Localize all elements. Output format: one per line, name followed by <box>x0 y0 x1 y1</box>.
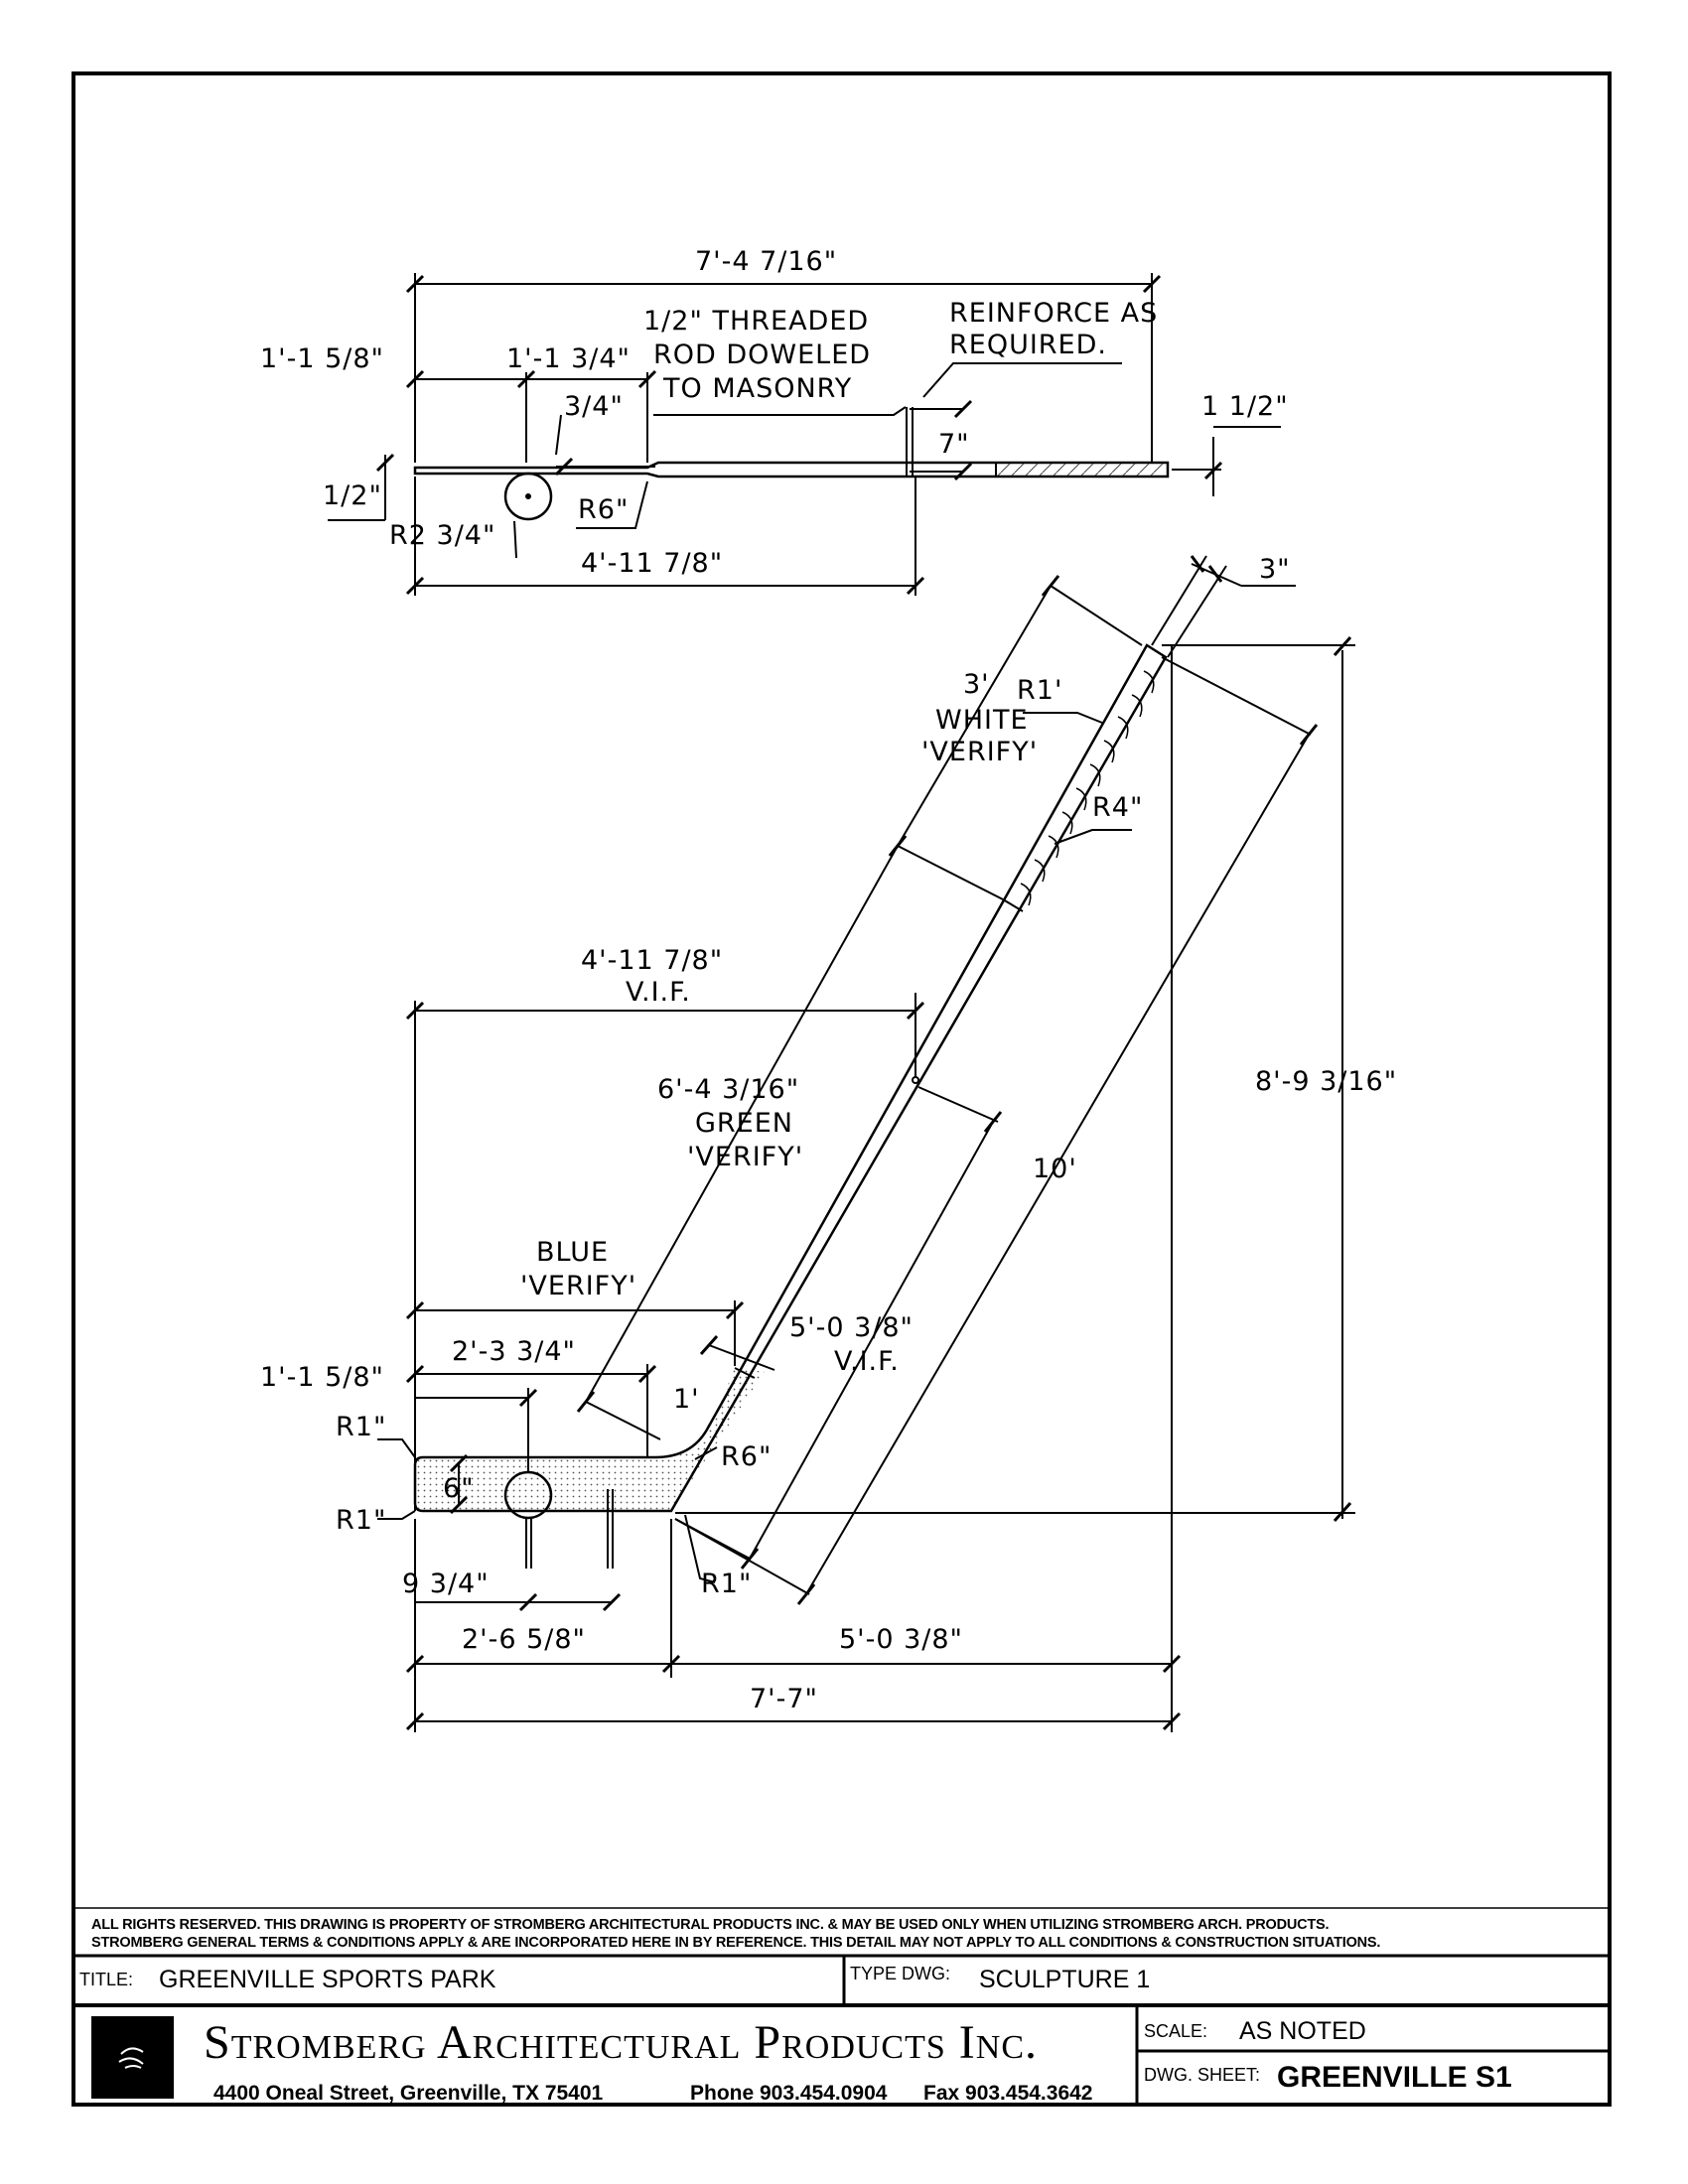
company-fax: Fax 903.454.3642 <box>923 2082 1093 2105</box>
top-overall-length: 7'-4 7/16" <box>695 246 837 277</box>
sheet-border <box>71 71 1612 2107</box>
top-left-offset: 1'-1 5/8" <box>260 343 384 374</box>
title-block-lines <box>73 1907 1610 2105</box>
top-puck-radius: R2 3/4" <box>389 520 495 551</box>
top-view <box>328 273 1281 596</box>
elev-corner-r-top: R1" <box>336 1412 386 1442</box>
elev-blade-height: 6" <box>443 1473 475 1504</box>
logo-mark-icon <box>118 2047 144 2069</box>
type-dwg-label: TYPE DWG: <box>850 1964 951 1983</box>
elev-lower-vif: V.I.F. <box>834 1346 900 1377</box>
elev-blue-verify: 'VERIFY' <box>520 1271 636 1301</box>
title-value: GREENVILLE SPORTS PARK <box>159 1966 496 1993</box>
elev-lower-len: 5'-0 3/8" <box>789 1312 914 1343</box>
elev-blue-label: BLUE <box>536 1237 609 1268</box>
elev-tape-radius: R4" <box>1092 792 1143 823</box>
elevation-stick-outline <box>413 643 1168 1513</box>
company-address: 4400 Oneal Street, Greenville, TX 75401 <box>213 2082 604 2105</box>
elev-end-radius: R1' <box>1017 675 1062 706</box>
disclaimer-line-1: ALL RIGHTS RESERVED. THIS DRAWING IS PRO… <box>91 1917 1330 1933</box>
sheet-value: GREENVILLE S1 <box>1277 2061 1512 2094</box>
elev-white-verify: 'VERIFY' <box>921 737 1038 767</box>
type-dwg-value: SCULPTURE 1 <box>979 1966 1151 1993</box>
title-label: TITLE: <box>79 1970 134 1989</box>
top-view-text: 7'-4 7/16" 1'-1 5/8" 1'-1 3/4" 1/2" THRE… <box>260 246 1289 579</box>
elev-stick-len: 10' <box>1033 1154 1077 1184</box>
top-puck <box>503 472 553 521</box>
disclaimer: ALL RIGHTS RESERVED. THIS DRAWING IS PRO… <box>91 1916 1601 1952</box>
top-bend-radius: R6" <box>578 494 629 525</box>
top-thickness-left: 1/2" <box>323 480 382 511</box>
elev-blade-thick: 1' <box>673 1384 700 1415</box>
top-reinforce-1: REINFORCE AS <box>949 298 1158 329</box>
elevation-text: 3" 3' R1' WHITE 'VERIFY' R4" 4'-11 7/8" … <box>260 554 1397 1714</box>
elev-base-left: 2'-6 5/8" <box>462 1624 586 1655</box>
company-name: Stromberg Architectural Products Inc. <box>204 2016 1038 2069</box>
elev-base-total: 7'-7" <box>750 1684 818 1714</box>
elev-corner-r-bottom: R1" <box>336 1505 386 1536</box>
elev-blade-vif: V.I.F. <box>626 977 691 1008</box>
top-blade-length: 4'-11 7/8" <box>581 548 723 579</box>
top-rod-note-1: 1/2" THREADED <box>643 306 869 337</box>
elev-bend-r: R6" <box>721 1441 772 1472</box>
elev-green-len: 6'-4 3/16" <box>657 1074 799 1105</box>
disclaimer-line-2: STROMBERG GENERAL TERMS & CONDITIONS APP… <box>91 1935 1381 1951</box>
elev-height: 8'-9 3/16" <box>1255 1066 1397 1097</box>
top-rod-note-3: TO MASONRY <box>662 373 852 404</box>
elev-green-label: GREEN <box>695 1108 793 1139</box>
elev-white-len: 3' <box>963 669 990 700</box>
elev-green-verify: 'VERIFY' <box>687 1142 803 1172</box>
company-logo <box>91 2016 174 2099</box>
top-step: 3/4" <box>564 391 624 422</box>
top-dowel-spacing: 1'-1 3/4" <box>506 343 631 374</box>
elev-blade-len: 4'-11 7/8" <box>581 945 723 976</box>
elev-base-right: 5'-0 3/8" <box>839 1624 963 1655</box>
top-tape-hatch <box>996 464 1165 476</box>
top-thickness-right: 1 1/2" <box>1201 391 1289 422</box>
elev-shaft-width: 3" <box>1259 554 1291 585</box>
company-phone: Phone 903.454.0904 <box>690 2082 888 2105</box>
elev-blade-offset: 1'-1 5/8" <box>260 1362 384 1393</box>
blade-dotted-fill <box>415 1368 765 1511</box>
elev-hole-offset: 9 3/4" <box>402 1569 490 1599</box>
elev-white-label: WHITE <box>935 705 1029 736</box>
scale-value: AS NOTED <box>1239 2017 1366 2045</box>
elev-blade-span: 2'-3 3/4" <box>452 1336 576 1367</box>
elev-corner-r-right: R1" <box>701 1569 752 1599</box>
elevation-view <box>377 555 1355 1732</box>
sheet-label: DWG. SHEET: <box>1144 2065 1261 2085</box>
tape-wrap-arcs <box>1020 670 1155 906</box>
top-rod-note-2: ROD DOWELED <box>653 340 871 370</box>
top-reinforce-2: REQUIRED. <box>949 330 1107 360</box>
scale-label: SCALE: <box>1144 2021 1208 2041</box>
top-blade-offset: 7" <box>938 429 970 460</box>
